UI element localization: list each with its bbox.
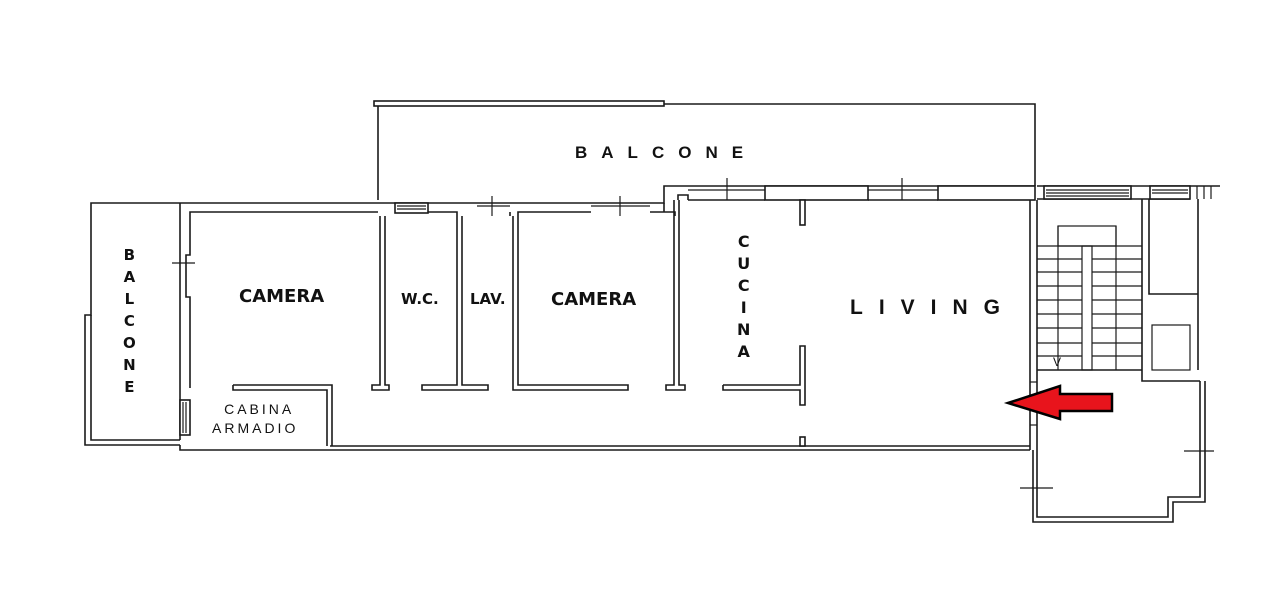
- cucina-letter: C: [737, 232, 750, 251]
- entrance-arrow-icon: [1003, 384, 1114, 421]
- cucina-letter: U: [737, 254, 751, 273]
- cucina-letter: C: [737, 276, 750, 295]
- room-label-lav: LAV.: [470, 290, 506, 308]
- interior-walls: [232, 199, 806, 447]
- cucina-letter: I: [740, 298, 747, 317]
- apartment-outer-walls: [172, 178, 1038, 451]
- room-label-balcone-left: B A L C O N E: [123, 248, 136, 395]
- balcone-letter: O: [123, 334, 136, 352]
- cabina-line1: CABINA: [224, 401, 295, 417]
- stair-down-marker: V: [1053, 355, 1062, 369]
- room-label-cabina-armadio: CABINA ARMADIO: [212, 400, 298, 438]
- stairwell: [1020, 185, 1220, 523]
- cabina-line2: ARMADIO: [212, 420, 299, 436]
- room-label-balcone-top: BALCONE: [575, 143, 758, 162]
- left-balcony-outline: [84, 202, 180, 446]
- balcone-letter: L: [124, 290, 135, 308]
- room-label-living: LIVING: [850, 296, 1017, 319]
- balcone-letter: B: [123, 246, 136, 264]
- balcone-letter: A: [123, 268, 136, 286]
- room-label-camera-1: CAMERA: [239, 286, 325, 307]
- room-label-wc: W.C.: [401, 290, 439, 308]
- cucina-letter: N: [737, 320, 751, 339]
- cucina-letter: A: [737, 342, 750, 361]
- balcone-letter: C: [123, 312, 135, 330]
- top-balcony-outline: [373, 100, 1036, 200]
- balcone-letter: N: [123, 356, 136, 374]
- balcone-letter: E: [124, 378, 135, 396]
- room-label-cucina: C U C I N A: [737, 234, 750, 360]
- room-label-camera-2: CAMERA: [551, 289, 637, 310]
